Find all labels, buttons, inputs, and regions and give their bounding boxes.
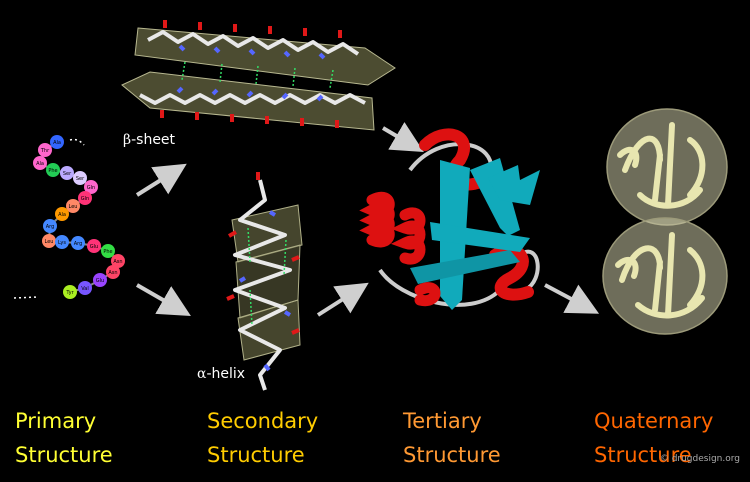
amino-acid-bead (43, 219, 57, 233)
amino-acid-label: Ser (63, 171, 72, 177)
amino-acid-label: Glu (96, 278, 104, 284)
amino-acid-bead (93, 273, 107, 287)
tertiary-helix-center (390, 207, 426, 265)
tertiary-structure-label: Tertiary Structure (403, 411, 501, 466)
amino-acid-label: Ser (76, 176, 85, 182)
beta-hbonds (181, 61, 334, 89)
quaternary-structure-label: Quaternary Structure (594, 411, 713, 466)
beta-symbol: β (123, 132, 132, 148)
amino-acid-bead (55, 235, 69, 249)
primary-structure-label: Primary Structure (15, 411, 113, 466)
amino-acid-label: Lys (58, 240, 66, 246)
amino-acid-bead (111, 254, 125, 268)
quaternary-label-line2: Structure (594, 443, 692, 467)
amino-acid-bead (50, 135, 64, 149)
amino-acid-label: Val (81, 286, 89, 292)
amino-acid-bead (78, 281, 92, 295)
amino-acid-label: Gln (87, 185, 95, 191)
credit-text: © drugdesign.org (659, 454, 740, 464)
amino-acid-label: Ala (58, 212, 66, 218)
helix-hbonds (247, 227, 287, 326)
amino-acid-label: Ala (53, 140, 61, 146)
beta-strand-top (134, 27, 396, 86)
arrow-primary-to-sheet (135, 163, 187, 197)
primary-label-line1: Primary (15, 409, 97, 433)
amino-acid-bead (106, 265, 120, 279)
helix-backbone (233, 179, 292, 391)
amino-acid-label: Glu (90, 244, 98, 250)
amino-acid-bead (73, 171, 87, 185)
arrow-tertiary-to-quaternary (544, 283, 600, 314)
tertiary-helix-bottom (414, 282, 441, 307)
process-arrows (135, 122, 600, 317)
helix-nitrogen-atoms (238, 210, 292, 372)
tertiary-helix-top (419, 128, 496, 191)
beta-sheet-structure (121, 20, 396, 131)
secondary-structure-label: Secondary Structure (207, 411, 318, 466)
beta-oxygen-atoms (160, 20, 342, 128)
alpha-helix-structure (226, 172, 303, 391)
secondary-label-line2: Structure (207, 443, 305, 467)
subunit-bottom-ribbons (615, 232, 706, 319)
amino-acid-bead (33, 156, 47, 170)
amino-acid-bead (101, 244, 115, 258)
amino-acid-label: Asn (113, 259, 122, 265)
alpha-helix-label: α-helix (197, 366, 245, 382)
tertiary-strand-5 (488, 165, 540, 205)
tertiary-strand-4 (410, 250, 520, 284)
tertiary-strand-2 (470, 158, 520, 236)
amino-acid-label: Ala (36, 161, 44, 167)
tertiary-helix-left (359, 191, 395, 248)
amino-acid-bead (60, 166, 74, 180)
tertiary-label-line2: Structure (403, 443, 501, 467)
tertiary-strand-3 (430, 222, 530, 252)
quaternary-label-line1: Quaternary (594, 409, 714, 433)
helix-oxygen-atoms (226, 172, 300, 335)
beta-sheet-label: β-sheet (123, 132, 175, 148)
beta-sheet-text: -sheet (131, 132, 176, 148)
amino-acid-bead (38, 143, 52, 157)
amino-acid-bead (84, 180, 98, 194)
secondary-label-line1: Secondary (207, 409, 319, 433)
chain-tail-bottom (13, 296, 39, 299)
primary-label-line2: Structure (15, 443, 113, 467)
amino-acid-bead (42, 234, 56, 248)
tertiary-protein-structure (359, 128, 540, 310)
amino-acid-bead (87, 239, 101, 253)
arrow-helix-to-tertiary (316, 282, 369, 317)
alpha-helix-text: -helix (206, 366, 246, 382)
alpha-symbol: α (197, 366, 207, 382)
amino-acid-bead (46, 163, 60, 177)
amino-acid-label: Gln (81, 196, 89, 202)
amino-acid-label: Phe (48, 168, 57, 174)
amino-acid-bead (78, 191, 92, 205)
quaternary-protein-structure (602, 108, 728, 335)
amino-acid-label: Arg (74, 241, 83, 247)
arrow-primary-to-helix (136, 283, 191, 316)
amino-acid-bead (63, 285, 77, 299)
tertiary-label-line1: Tertiary (403, 409, 482, 433)
arrow-sheet-to-tertiary (381, 122, 424, 153)
amino-acid-label: Thr (40, 148, 50, 154)
amino-acid-label: Asn (108, 270, 117, 276)
amino-acid-label: Leu (69, 204, 78, 210)
chain-tail-top (69, 138, 85, 146)
amino-acid-label: Tyr (65, 290, 74, 296)
amino-acid-bead (71, 236, 85, 250)
amino-acid-label: Phe (103, 249, 112, 255)
beta-nitrogen-atoms (176, 44, 326, 102)
beta-backbone-bottom (139, 93, 366, 105)
amino-acid-label: Leu (45, 239, 54, 245)
subunit-top-ribbons (617, 122, 706, 209)
amino-acid-bead (55, 207, 69, 221)
beta-backbone-top (147, 30, 360, 56)
amino-acid-label: Arg (46, 224, 55, 230)
amino-acid-bead (66, 199, 80, 213)
